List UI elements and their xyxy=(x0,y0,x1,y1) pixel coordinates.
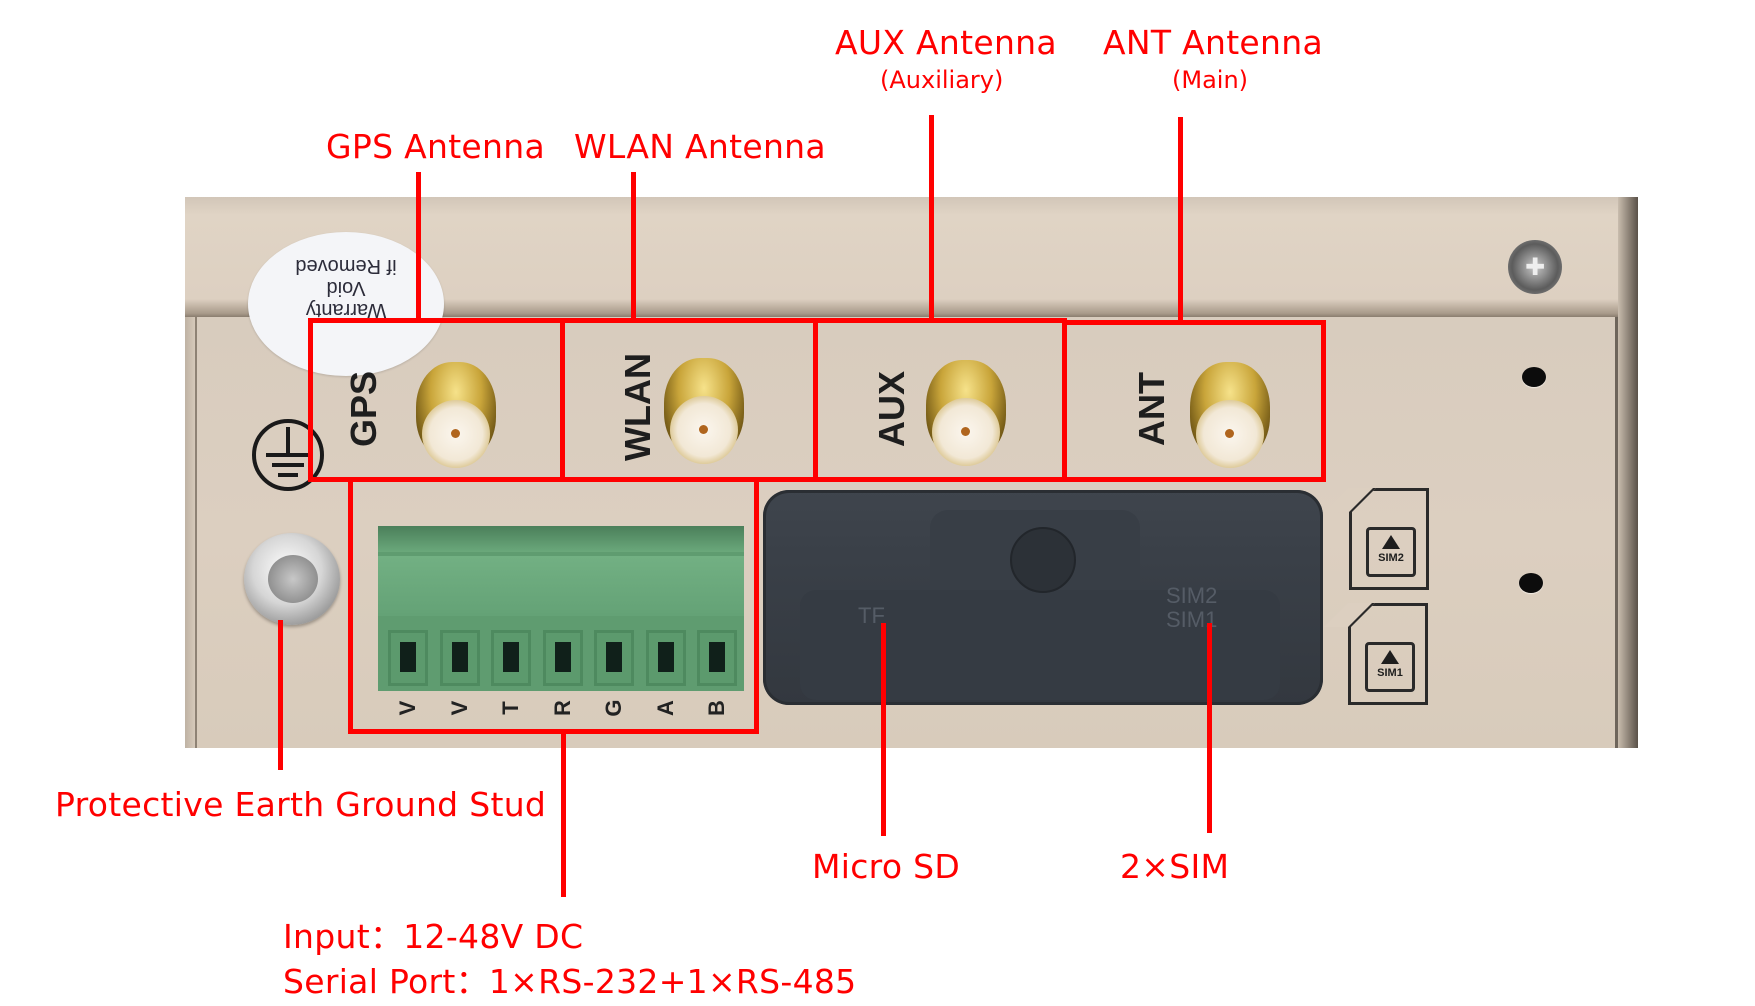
sim2-slot[interactable]: SIM2 xyxy=(1325,488,1429,590)
ant-sma-connector[interactable] xyxy=(1182,362,1278,472)
terminal-pin-slot[interactable] xyxy=(542,630,583,686)
sticker-line: Void xyxy=(326,277,366,299)
cover-mark-tf: TF xyxy=(858,603,885,628)
phillips-cross-icon: ✚ xyxy=(1524,253,1546,281)
ground-stud-head xyxy=(268,555,318,603)
callout-wlan-antenna: WLAN Antenna xyxy=(574,127,826,166)
sim1-slot[interactable]: SIM1 xyxy=(1324,603,1428,705)
highlight-gps xyxy=(308,318,565,482)
callout-micro-sd: Micro SD xyxy=(812,847,961,886)
panel-left-edge xyxy=(185,317,197,748)
chassis-screw xyxy=(1508,240,1562,294)
terminal-pin-slot[interactable] xyxy=(697,630,737,686)
cover-mark-sim: SIM2 SIM1 xyxy=(1166,583,1218,632)
triangle-up-icon xyxy=(1381,650,1399,664)
aux-sma-connector[interactable] xyxy=(918,360,1014,470)
cover-recess xyxy=(800,590,1280,700)
leader-line-sim xyxy=(1207,623,1212,833)
sticker-line: if Removed xyxy=(295,255,397,277)
callout-aux-sublabel: (Auxiliary) xyxy=(880,66,1004,94)
callout-ant-antenna: ANT Antenna xyxy=(1103,23,1323,62)
terminal-pin-slot[interactable] xyxy=(594,630,634,686)
sim1-label: SIM1 xyxy=(1377,667,1403,679)
leader-line-wlan xyxy=(631,172,636,322)
highlight-aux xyxy=(813,318,1067,482)
callout-sim: 2×SIM xyxy=(1120,847,1230,886)
callout-aux-antenna: AUX Antenna xyxy=(835,23,1057,62)
leader-line-ant xyxy=(1178,117,1183,322)
terminal-block-body xyxy=(378,556,744,616)
callout-serial-port: Serial Port：1×RS-232+1×RS-485 xyxy=(283,962,857,1001)
sim2-label: SIM2 xyxy=(1378,552,1404,564)
highlight-terminal xyxy=(348,477,759,734)
terminal-pin-slot[interactable] xyxy=(439,630,480,686)
terminal-pin-slot[interactable] xyxy=(388,630,428,686)
wlan-sma-connector[interactable] xyxy=(656,358,752,468)
gps-sma-connector[interactable] xyxy=(408,362,504,472)
mounting-hole xyxy=(1522,367,1546,387)
terminal-pin-slot[interactable] xyxy=(645,630,686,686)
warranty-sticker xyxy=(248,232,444,376)
terminal-pin-slot[interactable] xyxy=(491,630,531,686)
mounting-hole xyxy=(1519,573,1543,593)
leader-line-gps xyxy=(416,172,421,322)
callout-ant-sublabel: (Main) xyxy=(1172,66,1249,94)
leader-line-aux xyxy=(929,115,934,322)
triangle-up-icon xyxy=(1382,535,1400,549)
callout-power-input: Input：12-48V DC xyxy=(283,917,584,956)
highlight-wlan xyxy=(560,318,818,482)
protective-earth-icon xyxy=(252,419,324,491)
callout-earth-ground-stud: Protective Earth Ground Stud xyxy=(55,785,547,824)
highlight-ant xyxy=(1062,320,1326,482)
leader-line-power-serial xyxy=(561,732,566,897)
leader-line-earth xyxy=(278,620,283,770)
callout-gps-antenna: GPS Antenna xyxy=(326,127,545,166)
leader-line-microsd xyxy=(881,623,886,836)
panel-right-edge xyxy=(1618,197,1638,748)
warranty-sticker-text: Warranty Void if Removed xyxy=(248,255,444,321)
cover-screw-icon[interactable] xyxy=(1010,527,1076,593)
terminal-block-screws xyxy=(378,526,744,552)
